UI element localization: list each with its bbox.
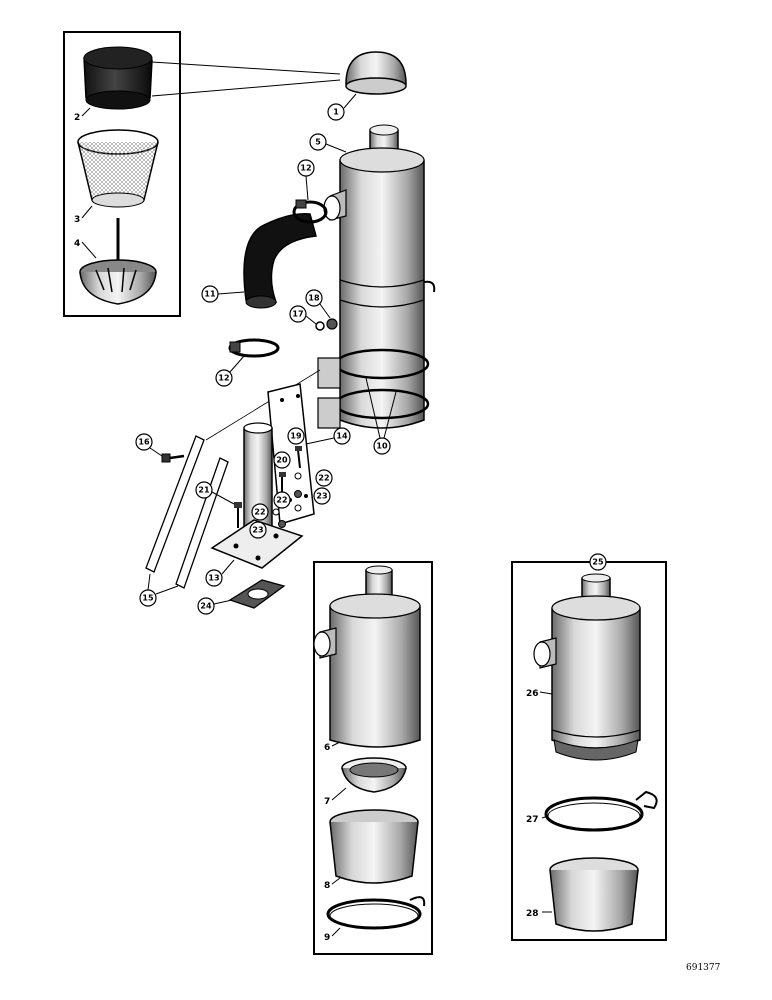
band-clamp	[544, 790, 658, 832]
air-cleaner-variant-a-inset: 6 7 8 9	[313, 561, 433, 955]
precleaner-cover	[83, 46, 153, 110]
callout-circle-22b: 22	[251, 503, 269, 521]
callout-circle-13: 13	[205, 559, 235, 587]
callout-8: 8	[324, 881, 330, 891]
callout-circle-24: 24	[197, 597, 233, 615]
mounting-bracket-plate	[267, 383, 315, 525]
svg-text:22: 22	[276, 496, 287, 505]
hose-clamp-upper	[292, 199, 328, 224]
callout-circle-15: 15	[139, 573, 179, 607]
svg-text:13: 13	[208, 574, 219, 583]
nut-23	[278, 490, 302, 528]
callout-9: 9	[324, 933, 330, 943]
nut-18	[326, 318, 338, 330]
callout-7: 7	[324, 797, 330, 807]
oil-cup	[329, 809, 419, 884]
washer-17	[315, 321, 325, 331]
brace-rods	[145, 435, 229, 589]
callout-28: 28	[526, 909, 539, 919]
callout-circle-25: 25	[589, 553, 607, 571]
air-cleaner-body	[323, 124, 436, 429]
callout-circle-1: 1	[327, 93, 357, 121]
bolt-21	[234, 502, 242, 528]
air-cleaner-body-variant-b	[533, 573, 641, 761]
dust-cup	[549, 857, 639, 932]
svg-text:22: 22	[254, 508, 265, 517]
callout-circle-21: 21	[195, 481, 235, 505]
svg-text:10: 10	[376, 442, 388, 451]
callout-circle-19: 19	[287, 427, 305, 445]
washer-22	[272, 472, 302, 516]
callout-circle-11: 11	[201, 285, 245, 303]
bolt-16	[161, 453, 185, 463]
callout-circle-5: 5	[309, 133, 347, 153]
svg-text:12: 12	[300, 164, 311, 173]
precleaner-detail-inset: 2 3 4	[63, 31, 341, 317]
callout-circle-16: 16	[135, 433, 163, 457]
callout-circle-17: 17	[289, 305, 317, 325]
svg-text:22: 22	[318, 474, 329, 483]
callout-circle-10: 10	[365, 377, 397, 455]
bolt-19	[295, 446, 302, 469]
svg-text:16: 16	[138, 438, 150, 447]
svg-text:15: 15	[142, 594, 154, 603]
mounting-gasket	[228, 579, 286, 609]
callout-6: 6	[324, 743, 330, 753]
hose-clamp-lower	[228, 338, 280, 358]
cup-clamp	[326, 896, 426, 930]
callout-circle-12a: 12	[297, 159, 315, 201]
svg-text:19: 19	[290, 432, 302, 441]
svg-text:11: 11	[204, 290, 216, 299]
callout-circle-18: 18	[305, 289, 331, 319]
air-cleaner-variant-b-inset: 25 26 27 28	[511, 553, 667, 941]
callout-2: 2	[74, 113, 80, 123]
precleaner-screen	[77, 129, 159, 208]
svg-text:18: 18	[308, 294, 320, 303]
svg-text:23: 23	[252, 526, 263, 535]
callout-3: 3	[74, 215, 80, 225]
svg-text:25: 25	[592, 558, 604, 567]
svg-text:21: 21	[198, 486, 210, 495]
precleaner-cap	[345, 51, 407, 95]
callout-circle-22a: 22	[315, 469, 333, 487]
callout-4: 4	[74, 239, 80, 249]
svg-text:23: 23	[316, 492, 327, 501]
svg-text:17: 17	[292, 310, 303, 319]
precleaner-vane-base	[79, 218, 157, 305]
mounting-bands	[317, 348, 430, 429]
callout-circle-20: 20	[273, 451, 291, 469]
oil-cup-insert	[341, 757, 407, 793]
svg-text:5: 5	[315, 138, 321, 147]
svg-text:1: 1	[333, 108, 339, 117]
figure-number: 691377	[686, 963, 721, 973]
callout-26: 26	[526, 689, 539, 699]
callout-circle-23a: 23	[313, 487, 331, 505]
svg-text:14: 14	[336, 432, 348, 441]
svg-text:24: 24	[200, 602, 212, 611]
callout-circle-22c: 22	[273, 491, 291, 509]
callout-circle-23b: 23	[249, 521, 267, 539]
air-cleaner-body-variant-a	[313, 565, 421, 748]
svg-text:20: 20	[276, 456, 288, 465]
svg-text:12: 12	[218, 374, 229, 383]
callout-27: 27	[526, 815, 539, 825]
intake-hose	[243, 213, 317, 309]
bolt-20	[279, 472, 286, 494]
callout-circle-12b: 12	[215, 355, 245, 387]
callout-circle-14: 14	[305, 427, 351, 445]
